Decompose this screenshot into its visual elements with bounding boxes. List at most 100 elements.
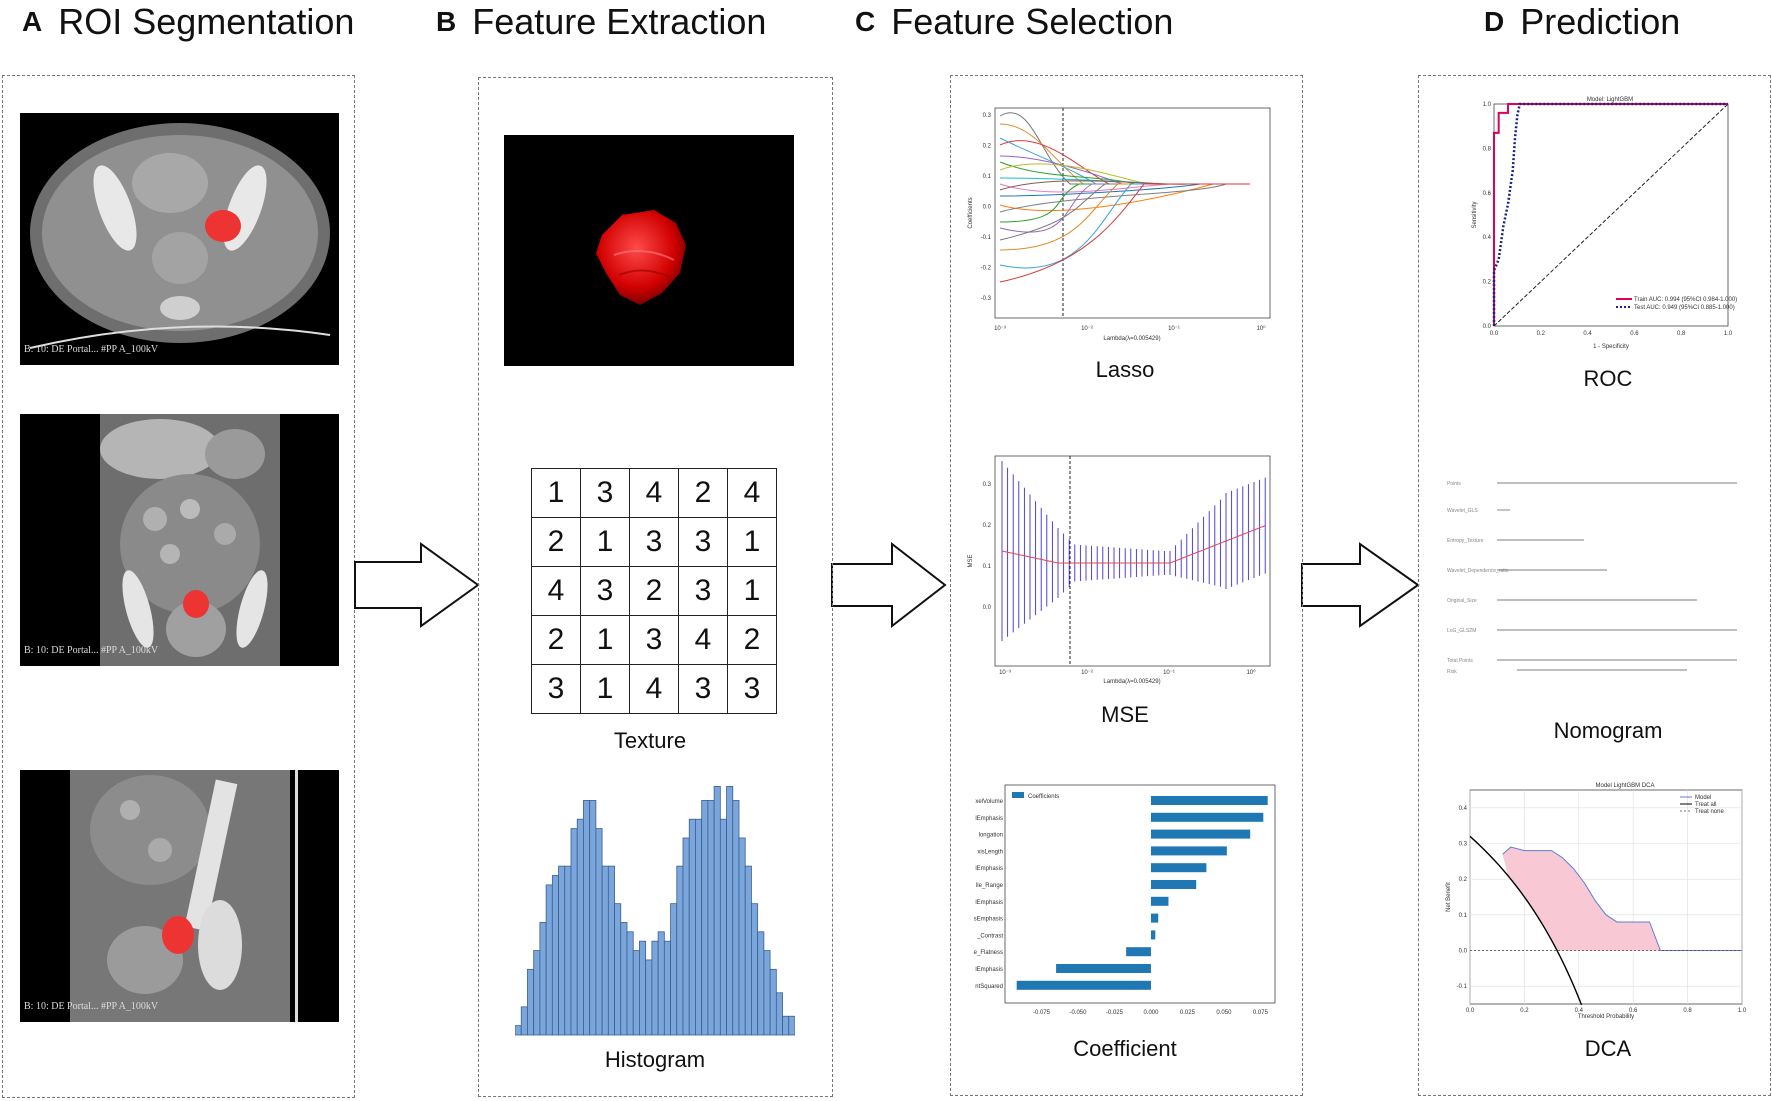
histogram-bar bbox=[620, 922, 628, 1036]
lasso-path bbox=[999, 183, 1250, 241]
histogram-bar bbox=[782, 1015, 790, 1036]
histogram-bar bbox=[645, 959, 653, 1036]
texture-cell: 2 bbox=[531, 615, 581, 665]
histogram-bar bbox=[545, 884, 553, 1036]
coefficient-feature-label: lEmphasis bbox=[975, 967, 1003, 973]
lasso-ytick: 0.0 bbox=[983, 205, 992, 211]
mse-ylabel: MSE bbox=[968, 554, 974, 567]
roc-xtick: 0.2 bbox=[1537, 331, 1546, 337]
mse-xtick: 10⁰ bbox=[1246, 669, 1256, 676]
histogram-bar bbox=[751, 903, 759, 1036]
coefficient-bar bbox=[1150, 880, 1197, 889]
histogram-bar bbox=[670, 903, 678, 1036]
roc-legend-test: Test AUC: 0.949 (95%CI 0.885-1.000) bbox=[1634, 305, 1735, 311]
coefficient-bar bbox=[1150, 829, 1251, 839]
histogram-bar bbox=[551, 875, 559, 1036]
coefficient-feature-label: longation bbox=[979, 833, 1003, 839]
coefficient-bar bbox=[1056, 964, 1151, 973]
mse-xlabel: Lambda(λ=0.005429) bbox=[1103, 679, 1160, 685]
coefficient-bar bbox=[1150, 846, 1227, 856]
histogram-bar bbox=[583, 800, 591, 1036]
histogram-bar bbox=[527, 968, 535, 1036]
histogram-bar bbox=[589, 800, 597, 1036]
texture-cell: 3 bbox=[678, 566, 728, 616]
histogram-bar bbox=[701, 800, 709, 1036]
histogram-bar bbox=[707, 800, 715, 1036]
roi-3d-rendering bbox=[504, 135, 794, 366]
roc-xtick: 0.8 bbox=[1677, 331, 1686, 337]
histogram-bar bbox=[607, 865, 615, 1036]
lasso-path bbox=[999, 183, 1250, 213]
texture-cell: 1 bbox=[727, 517, 777, 567]
histogram-bar bbox=[558, 865, 566, 1036]
heading-feature-extraction: B Feature Extraction bbox=[436, 0, 766, 44]
panel-feature-extraction bbox=[478, 77, 833, 1097]
dca-legend-treat-all: Treat all bbox=[1695, 802, 1716, 808]
mse-xtick: 10⁻² bbox=[1081, 670, 1093, 676]
histogram-label: Histogram bbox=[604, 1047, 706, 1072]
panel-title-a: ROI Segmentation bbox=[58, 1, 355, 42]
lasso-path bbox=[999, 123, 1250, 185]
ct-axial-image: B: 10: DE Portal... #PP A_100kV bbox=[20, 113, 339, 365]
coefficient-label: Coefficient bbox=[1073, 1036, 1177, 1061]
coefficient-xtick: 0.050 bbox=[1216, 1010, 1232, 1016]
lasso-path bbox=[999, 183, 1250, 251]
lasso-xtick: 10⁻³ bbox=[994, 326, 1006, 332]
lasso-path bbox=[999, 161, 1250, 185]
panel-letter-c: C bbox=[855, 6, 876, 37]
panel-prediction bbox=[1418, 75, 1771, 1096]
histogram-bar bbox=[788, 1015, 795, 1036]
mse-ytick: 0.1 bbox=[983, 564, 992, 570]
dca-xtick: 1.0 bbox=[1738, 1008, 1747, 1014]
histogram-bar bbox=[713, 785, 721, 1036]
mse-xtick: 10⁻¹ bbox=[1163, 670, 1175, 676]
histogram-bar bbox=[688, 818, 696, 1036]
roc-ytick: 0.8 bbox=[1483, 146, 1492, 152]
lasso-path bbox=[999, 140, 1250, 185]
heading-feature-selection: C Feature Selection bbox=[855, 0, 1173, 44]
lasso-path bbox=[999, 183, 1250, 212]
texture-cell: 3 bbox=[580, 468, 630, 518]
dca-ytick: 0.1 bbox=[1459, 913, 1468, 919]
lasso-path bbox=[999, 155, 1250, 185]
lasso-path bbox=[999, 183, 1250, 269]
heading-roi-segmentation: A ROI Segmentation bbox=[22, 0, 354, 44]
panel-title-c: Feature Selection bbox=[891, 1, 1174, 42]
dca-legend-model: Model bbox=[1695, 795, 1711, 801]
dca-legend-treat-none: Treat none bbox=[1695, 809, 1724, 815]
coefficient-feature-label: lEmphasis bbox=[975, 866, 1003, 872]
texture-cell: 4 bbox=[629, 664, 679, 714]
histogram-bar bbox=[676, 865, 684, 1036]
coefficient-feature-label: e_Flatness bbox=[974, 950, 1003, 956]
histogram-bar bbox=[639, 940, 647, 1036]
lasso-xtick: 10⁻² bbox=[1081, 326, 1093, 332]
svg-text:Points: Points bbox=[1447, 481, 1461, 487]
coefficient-xtick: -0.075 bbox=[1033, 1010, 1051, 1016]
histogram-bar bbox=[775, 992, 783, 1036]
lasso-ylabel: Coefficients bbox=[968, 197, 974, 228]
lasso-path bbox=[999, 183, 1250, 283]
histogram-bar bbox=[614, 903, 622, 1036]
histogram-bar bbox=[744, 865, 752, 1036]
roc-ytick: 1.0 bbox=[1483, 102, 1492, 108]
coefficient-feature-label: xisLength bbox=[977, 849, 1003, 855]
heading-prediction: D Prediction bbox=[1484, 0, 1680, 44]
coefficient-feature-label: ntSquared bbox=[975, 984, 1003, 990]
roc-ytick: 0.6 bbox=[1483, 191, 1492, 197]
texture-cell: 2 bbox=[678, 468, 728, 518]
histogram-bar bbox=[539, 922, 547, 1036]
histogram-bar bbox=[651, 940, 659, 1036]
dca-xtick: 0.4 bbox=[1575, 1008, 1584, 1014]
coef-legend: Coefficients bbox=[1028, 794, 1059, 800]
mse-label: MSE bbox=[1101, 702, 1149, 727]
histogram-bar bbox=[763, 950, 771, 1036]
coefficient-feature-label: _Contrast bbox=[976, 933, 1003, 939]
roc-xtick: 0.4 bbox=[1583, 331, 1592, 337]
coefficient-feature-label: sEmphasis bbox=[974, 917, 1003, 923]
histogram-bar bbox=[682, 837, 690, 1036]
texture-cell: 4 bbox=[678, 615, 728, 665]
coefficient-xtick: -0.025 bbox=[1106, 1010, 1124, 1016]
lasso-ytick: 0.1 bbox=[983, 174, 992, 180]
coefficient-feature-label: lEmphasis bbox=[975, 900, 1003, 906]
